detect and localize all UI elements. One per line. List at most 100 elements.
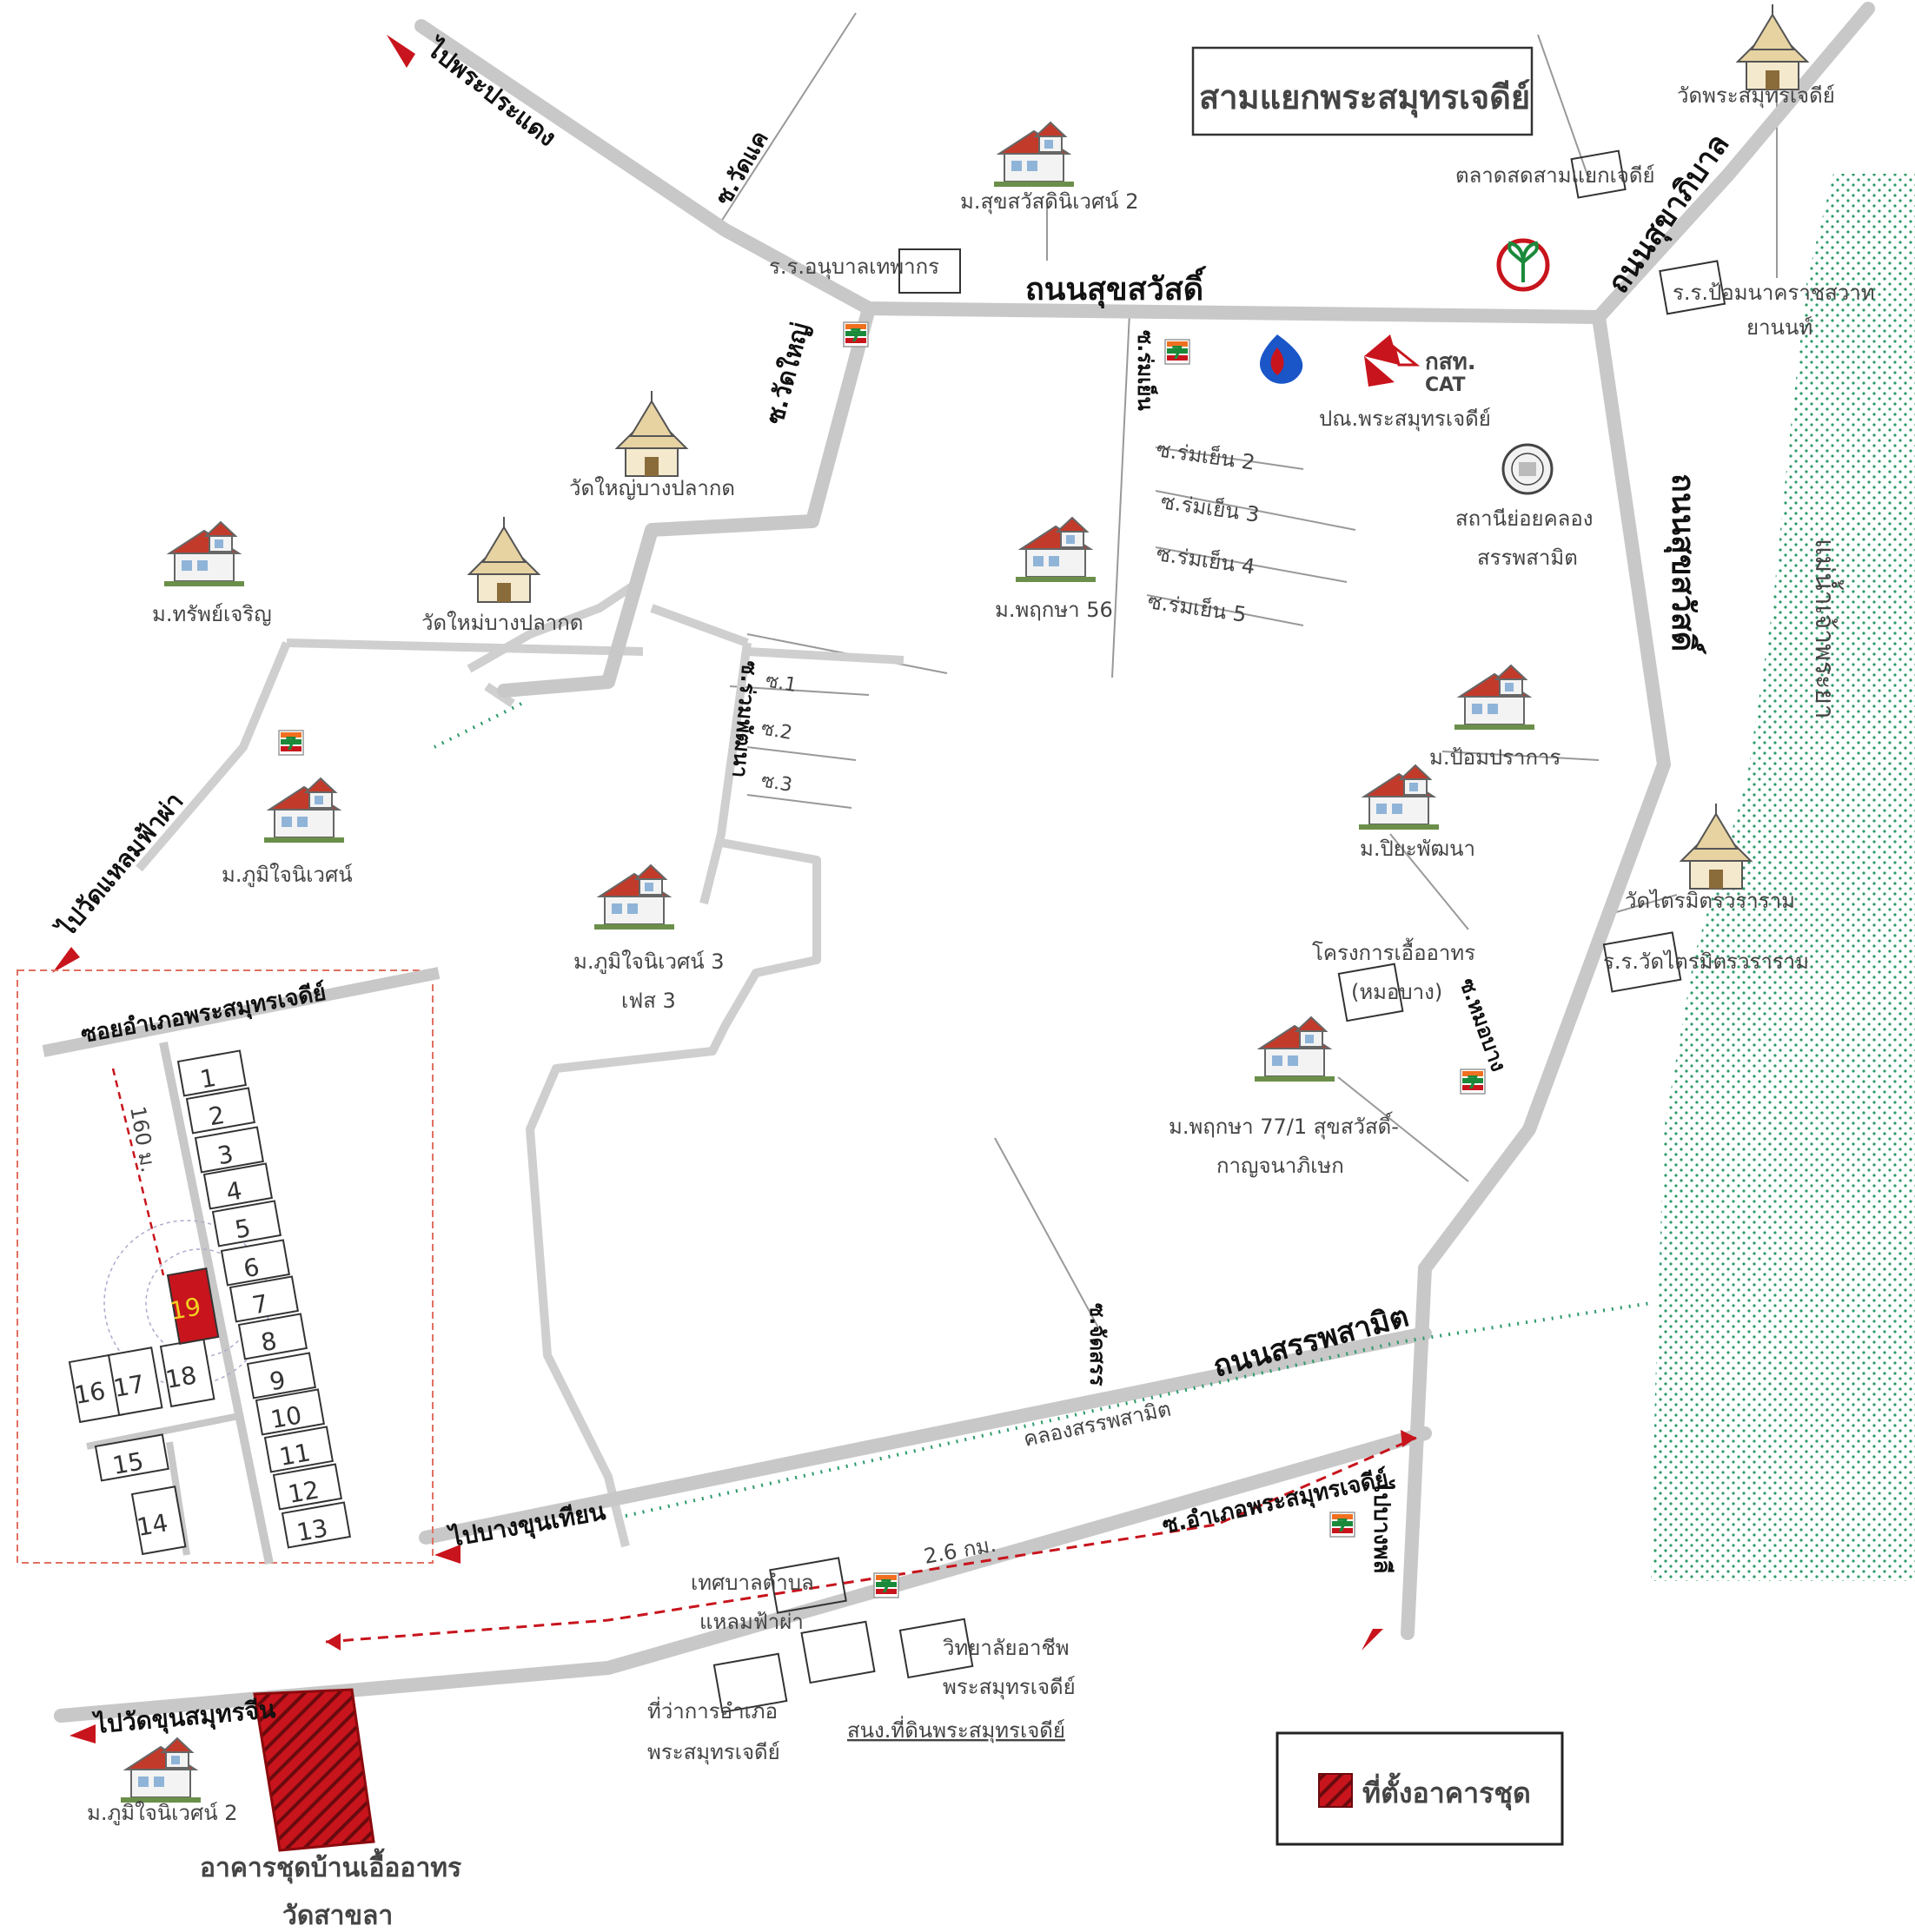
place-label: ม.ทรัพย์เจริญ — [152, 602, 272, 626]
river-label: แม่น้ำเจ้าพระยา — [1809, 539, 1844, 719]
inset-block — [202, 1162, 274, 1210]
inset-block — [263, 1426, 335, 1473]
place-label: ม.พฤกษา 77/1 สุขสวัสดิ์- — [1169, 1111, 1399, 1140]
inset-block — [272, 1463, 343, 1511]
soi-label: ซ.ร่วมพัฒนา — [727, 659, 762, 778]
place-label: ยานนท์ — [1746, 315, 1812, 340]
place-label: ม.พฤกษา 56 — [995, 598, 1113, 622]
place-label: ม.สุขสวัสดินิเวศน์ 2 — [960, 189, 1139, 215]
house-icon — [120, 1737, 202, 1803]
place-label: ม.ภูมิใจนิเวศน์ — [222, 863, 353, 888]
kbank-icon — [1496, 238, 1550, 292]
road-label-sukhsawat-vertical: ถนนสุขสวัสดิ์ — [1663, 473, 1706, 655]
seven-eleven-icon — [843, 321, 869, 347]
place-label: วัดพระสมุทรเจดีย์ — [1677, 83, 1835, 109]
place-label: ร.ร.อนุบาลเทพากร — [769, 255, 939, 280]
house-icon — [263, 777, 345, 844]
direction-bang-phli: ไปบางพลี — [1368, 1479, 1396, 1573]
soi-label: ซ.จัดสรร — [1085, 1303, 1110, 1386]
inset-block-label: 12 — [286, 1475, 321, 1509]
place-label: วัดไตรมิตรวราราม — [1625, 889, 1795, 913]
inset-block-label: 13 — [295, 1513, 330, 1547]
distance-label: 160 ม. — [125, 1104, 161, 1174]
project-title: วัดสาขลา — [282, 1901, 393, 1931]
place-label: ปณ.พระสมุทรเจดีย์ — [1319, 407, 1491, 432]
inset-block-label: 1 — [198, 1063, 218, 1095]
inset-block-label: 17 — [111, 1369, 147, 1403]
inset-block — [130, 1485, 187, 1556]
inset-block — [246, 1352, 317, 1399]
inset-block-label: 14 — [135, 1508, 170, 1542]
road-label-sukhaphiban: ถนนสุขาภิบาล — [1601, 128, 1737, 301]
place-label: ร.ร.วัดไตรมิตรวราราม — [1603, 949, 1809, 974]
seal-icon — [1501, 443, 1554, 495]
inset-frame — [17, 969, 434, 1564]
direction-pradaeng: ไปพระประแดง — [420, 33, 561, 153]
inset-block — [194, 1126, 265, 1174]
inset-block — [107, 1346, 163, 1417]
soi-label: ซ.ร่มเย็น 4 — [1155, 540, 1256, 579]
place-label: เฟส 3 — [621, 989, 676, 1013]
place-label: ม.ป้อมปราการ — [1429, 745, 1561, 770]
place-label: สรรพสามิต — [1477, 546, 1578, 570]
inset-block — [176, 1049, 248, 1097]
seven-eleven-icon — [278, 730, 304, 756]
project-title: อาคารชุดบ้านเอื้ออาทร — [200, 1848, 461, 1884]
soi-label: ซ.วัดแค — [711, 127, 774, 210]
inset-block — [166, 1267, 220, 1345]
inset-block-label: 8 — [259, 1327, 279, 1358]
inset-block-label: 5 — [233, 1214, 253, 1245]
inset-block-label: 10 — [268, 1400, 304, 1434]
house-icon — [1358, 764, 1440, 830]
inset-block — [185, 1087, 256, 1135]
place-label: แหลมฟ้าผ่า — [699, 1610, 804, 1634]
inset-block-label: 6 — [242, 1253, 262, 1284]
place-label: ม.ภูมิใจนิเวศน์ 3 — [573, 949, 725, 975]
place-label: โครงการเอื้ออาทร — [1312, 937, 1475, 965]
inset-block — [255, 1388, 326, 1436]
inset-block — [281, 1501, 352, 1549]
house-icon — [1015, 517, 1097, 583]
title-box — [1191, 46, 1534, 136]
place-label: พระสมุทรเจดีย์ — [647, 1740, 780, 1765]
place-label: ม.ปิยะพัฒนา — [1360, 837, 1475, 861]
inset-block-label: 4 — [224, 1176, 244, 1208]
cat-logo-icon — [1364, 334, 1421, 387]
inset-block-label: 18 — [163, 1360, 199, 1394]
inset-block-label: 16 — [72, 1376, 108, 1410]
place-label: วัดใหญ่บางปลากด — [569, 476, 735, 500]
inset-block-label: 7 — [250, 1289, 270, 1320]
river-area — [1651, 174, 1915, 1581]
place-label: สนง.ที่ดินพระสมุทรเจดีย์ — [847, 1716, 1065, 1743]
temple-icon — [616, 390, 687, 477]
cat-brand: กสท. — [1425, 349, 1476, 375]
house-icon — [1454, 665, 1535, 731]
place-label: พระสมุทรเจดีย์ — [943, 1675, 1076, 1700]
direction-bang-khun-thian: ไปบางขุนเทียน — [446, 1497, 608, 1553]
inset-block — [94, 1433, 169, 1482]
house-icon — [993, 122, 1075, 188]
temple-icon — [1737, 3, 1808, 90]
place-label: วัดใหม่บางปลากด — [421, 611, 583, 635]
soi-label: ซ.ร่มเย็น — [1133, 330, 1158, 411]
house-icon — [163, 521, 245, 587]
ptt-icon — [1260, 334, 1303, 384]
inset-block-label: 3 — [215, 1140, 235, 1171]
soi-label: ซ.2 — [759, 718, 794, 744]
place-label: ตลาดสดสามแยกเจดีย์ — [1455, 163, 1655, 188]
seven-eleven-icon — [1460, 1069, 1486, 1095]
house-icon — [1254, 1016, 1335, 1082]
place-label: เทศบาลตำบล — [691, 1571, 814, 1595]
inset-block — [220, 1239, 291, 1287]
inset-block-label: 9 — [268, 1366, 288, 1397]
inset-block-label: 2 — [207, 1101, 227, 1132]
inset-block — [237, 1313, 308, 1360]
direction-laem-fa-pha: ไปวัดแหลมฟ้าผ่า — [50, 787, 189, 944]
soi-label: ซ.ร่มเย็น 5 — [1146, 588, 1248, 627]
inset-block — [229, 1275, 300, 1323]
place-label: ม.ภูมิใจนิเวศน์ 2 — [87, 1801, 238, 1826]
soi-label: ซ.3 — [759, 770, 794, 797]
